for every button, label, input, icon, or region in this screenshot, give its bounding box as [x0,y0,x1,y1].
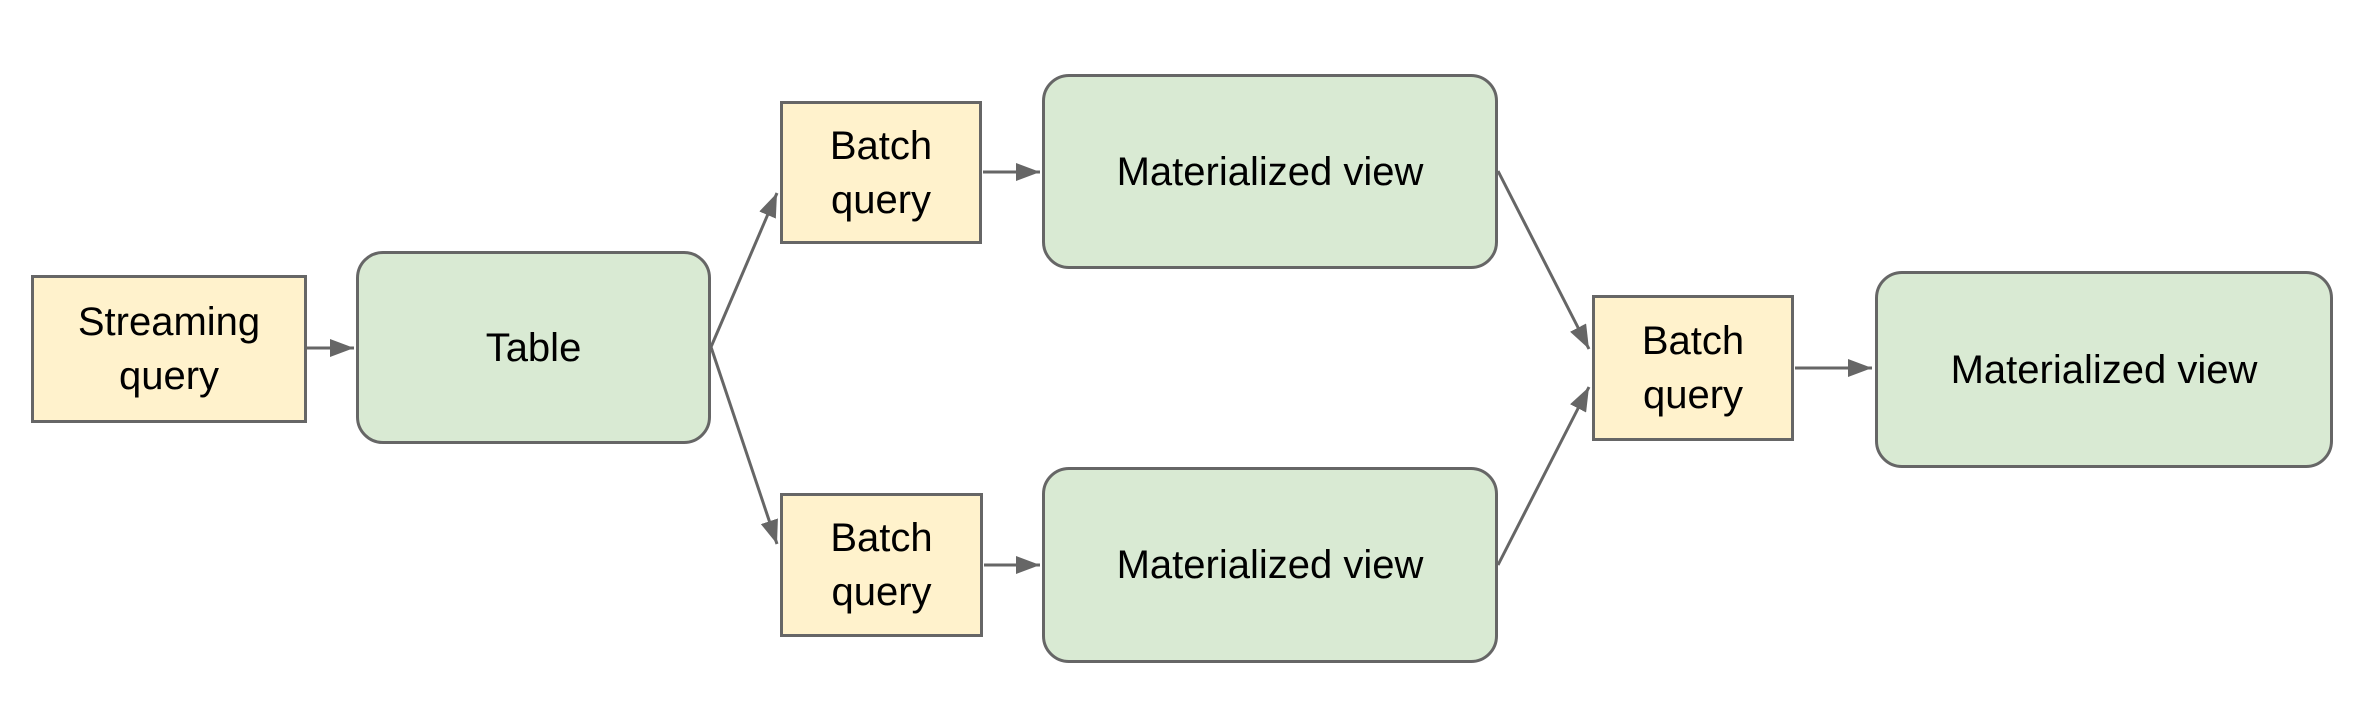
node-table: Table [356,251,711,444]
node-label: Batch query [1641,319,1745,417]
node-batch-query-top: Batch query [780,101,982,244]
node-label: Table [485,325,582,370]
edge-table-to-batch-query-bottom [709,346,779,545]
node-batch-query-bottom: Batch query [780,493,983,637]
node-streaming-query: Streaming query [31,275,307,423]
node-label: Materialized view [1950,347,2258,392]
node-batch-query-right: Batch query [1592,295,1794,441]
node-label: Batch query [829,123,933,222]
node-label: Materialized view [1116,543,1424,587]
node-label: Batch query [830,516,933,614]
node-materialized-view-right: Materialized view [1875,271,2333,468]
node-materialized-view-bottom: Materialized view [1042,467,1498,663]
edge-mv-top-to-batch-query-right [1496,170,1591,350]
edge-mv-bottom-to-batch-query-right [1496,386,1591,566]
node-label: Materialized view [1116,149,1424,194]
node-materialized-view-top: Materialized view [1042,74,1498,269]
edge-table-to-batch-query-top [709,192,779,348]
node-label: Streaming query [77,300,261,398]
